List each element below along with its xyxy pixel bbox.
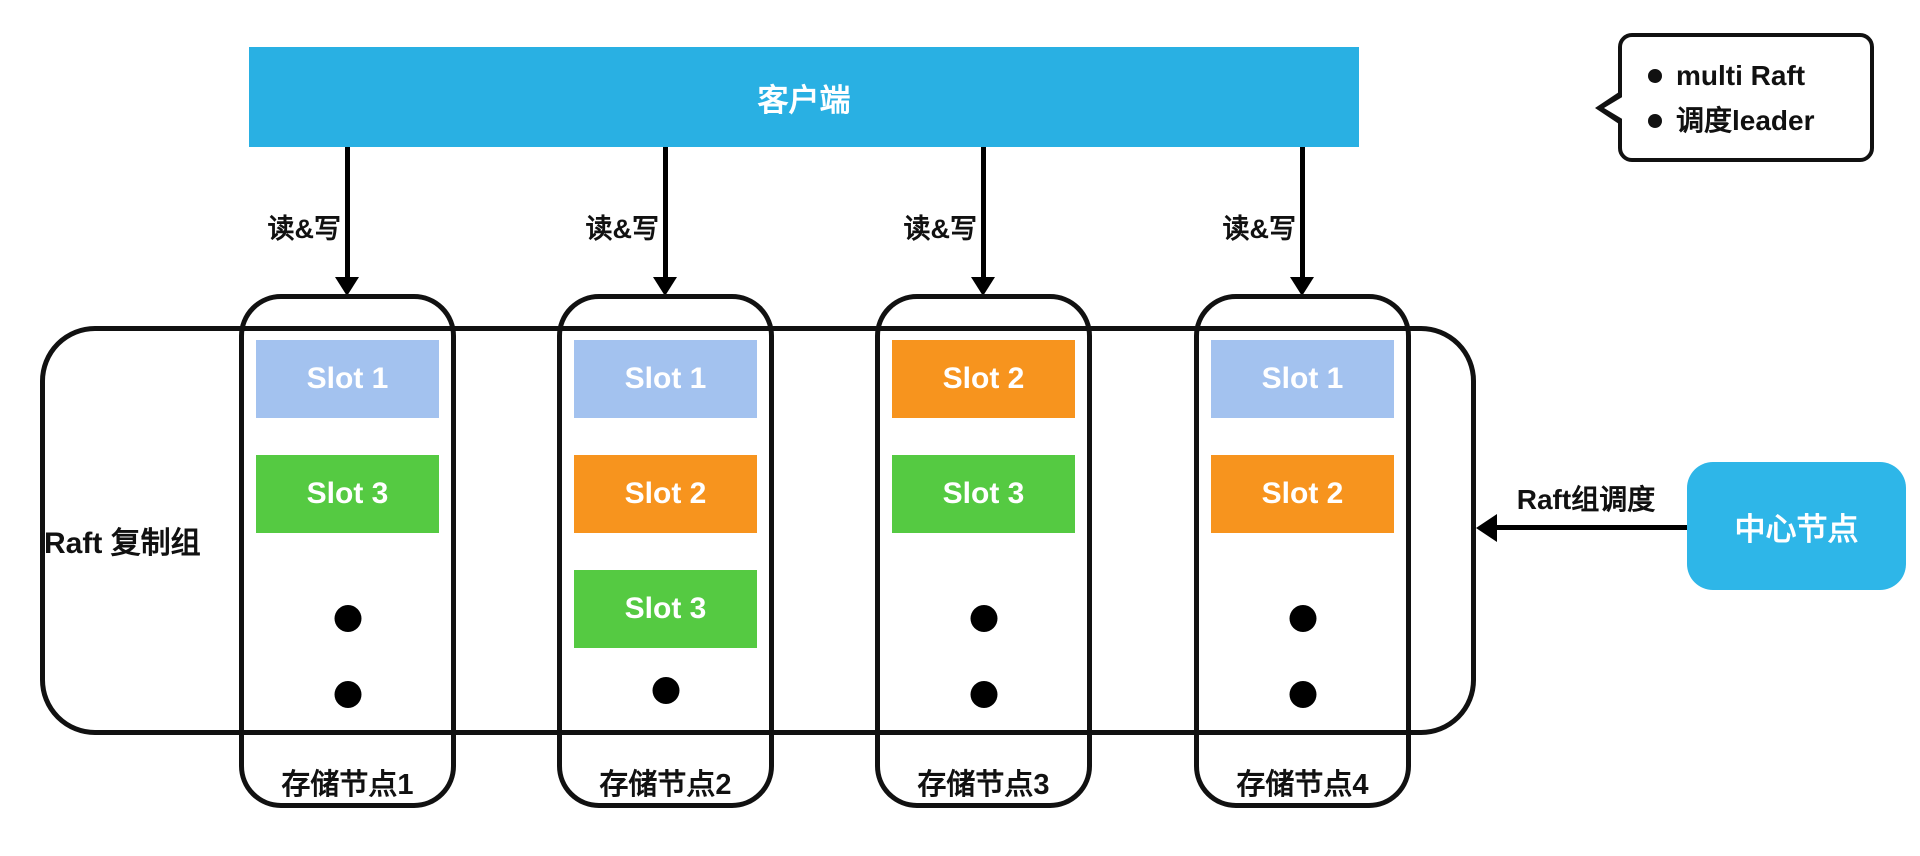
arrow-down-icon: [335, 277, 359, 296]
raft-group-label: Raft 复制组: [44, 527, 201, 560]
callout-item-1: multi Raft: [1644, 53, 1860, 98]
slot-list: Slot 2 Slot 3: [892, 340, 1075, 533]
scheduler-arrow-label: Raft组调度: [1516, 484, 1656, 515]
bullet-icon: [1648, 69, 1662, 83]
read-write-label-4: 读&写: [1222, 214, 1297, 244]
client-bar-label: 客户端: [757, 82, 851, 118]
callout-tail-fill: [1604, 96, 1624, 120]
slot-list: Slot 1 Slot 2 Slot 3: [574, 340, 757, 648]
slot-label: Slot 3: [306, 477, 389, 510]
slot-label: Slot 2: [1261, 477, 1344, 510]
ellipsis-dot: [1289, 605, 1316, 632]
arrow-line: [981, 147, 986, 279]
arrow-down-icon: [653, 277, 677, 296]
slot-box: Slot 1: [256, 340, 439, 418]
slot-box: Slot 3: [892, 455, 1075, 533]
slot-label: Slot 1: [624, 362, 707, 395]
slot-box: Slot 3: [256, 455, 439, 533]
callout-item-text: 调度leader: [1676, 105, 1815, 136]
storage-node-label: 存储节点1: [281, 769, 414, 801]
bullet-icon: [1648, 114, 1662, 128]
ellipsis-dot: [334, 681, 361, 708]
read-write-label-2: 读&写: [585, 214, 660, 244]
slot-box: Slot 2: [574, 455, 757, 533]
ellipsis-dot: [652, 677, 679, 704]
storage-node-1: Slot 1 Slot 3 存储节点1: [239, 294, 456, 808]
arrow-line: [1300, 147, 1305, 279]
arrow-down-icon: [971, 277, 995, 296]
arrow-line: [345, 147, 350, 279]
ellipsis-dot: [970, 681, 997, 708]
client-bar: 客户端: [249, 47, 1359, 147]
read-write-label-3: 读&写: [903, 214, 978, 244]
callout-bubble: multi Raft 调度leader: [1595, 33, 1874, 162]
storage-node-label: 存储节点4: [1236, 769, 1369, 801]
ellipsis-dot: [334, 605, 361, 632]
slot-label: Slot 1: [1261, 362, 1344, 395]
ellipsis-dot: [970, 605, 997, 632]
slot-box: Slot 2: [1211, 455, 1394, 533]
center-node-label: 中心节点: [1734, 511, 1859, 547]
callout-item-text: multi Raft: [1676, 60, 1806, 91]
slot-box: Slot 3: [574, 570, 757, 648]
arrow-line: [663, 147, 668, 279]
slot-box: Slot 2: [892, 340, 1075, 418]
ellipsis-dot: [1289, 681, 1316, 708]
slot-box: Slot 1: [574, 340, 757, 418]
storage-node-4: Slot 1 Slot 2 存储节点4: [1194, 294, 1411, 808]
storage-node-3: Slot 2 Slot 3 存储节点3: [875, 294, 1092, 808]
scheduler-arrow-line: [1494, 525, 1687, 530]
arrow-down-icon: [1290, 277, 1314, 296]
slot-label: Slot 2: [624, 477, 707, 510]
storage-node-label: 存储节点3: [917, 769, 1050, 801]
center-node: 中心节点: [1687, 462, 1906, 590]
slot-label: Slot 2: [942, 362, 1025, 395]
slot-list: Slot 1 Slot 3: [256, 340, 439, 533]
slot-label: Slot 3: [942, 477, 1025, 510]
slot-list: Slot 1 Slot 2: [1211, 340, 1394, 533]
slot-label: Slot 1: [306, 362, 389, 395]
storage-node-label: 存储节点2: [599, 769, 732, 801]
slot-box: Slot 1: [1211, 340, 1394, 418]
slot-label: Slot 3: [624, 592, 707, 625]
read-write-label-1: 读&写: [267, 214, 342, 244]
arrow-left-icon: [1476, 514, 1497, 542]
storage-node-2: Slot 1 Slot 2 Slot 3 存储节点2: [557, 294, 774, 808]
callout-item-2: 调度leader: [1644, 98, 1860, 143]
